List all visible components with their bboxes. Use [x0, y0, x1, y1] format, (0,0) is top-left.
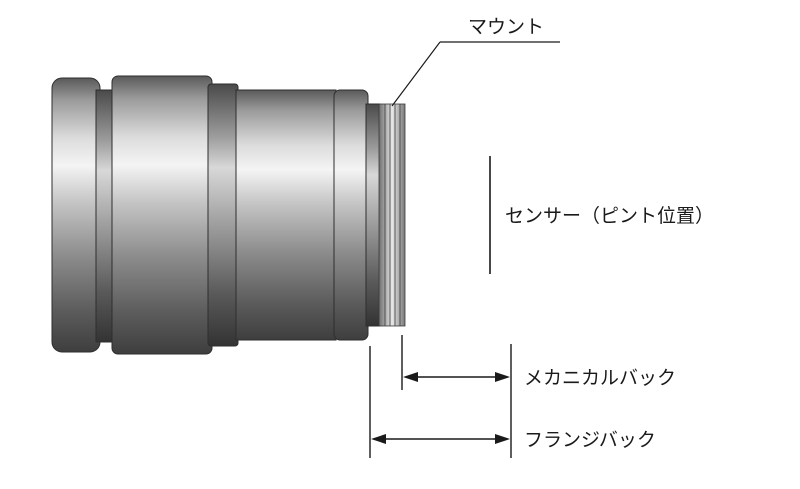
mount-callout: マウント: [391, 16, 560, 107]
sensor-label: センサー（ピント位置）: [505, 205, 714, 227]
mechanical-back-label: メカニカルバック: [524, 367, 676, 389]
lens-body: [51, 75, 381, 355]
lens-front-ring: [51, 77, 101, 353]
lens-mount-thread: [378, 103, 406, 327]
mechanical-back-dimension: [403, 372, 510, 382]
flange-back-dimension: [371, 434, 510, 444]
lens-focus-ring: [111, 75, 213, 355]
flange-back-label: フランジバック: [524, 429, 656, 451]
lens-mid-ring: [207, 83, 239, 347]
mount-label: マウント: [468, 16, 544, 38]
lens-collar: [365, 103, 381, 327]
lens-barrel: [235, 89, 337, 341]
mount-leader-line: [391, 41, 441, 107]
lens-rear-ring: [333, 89, 369, 341]
